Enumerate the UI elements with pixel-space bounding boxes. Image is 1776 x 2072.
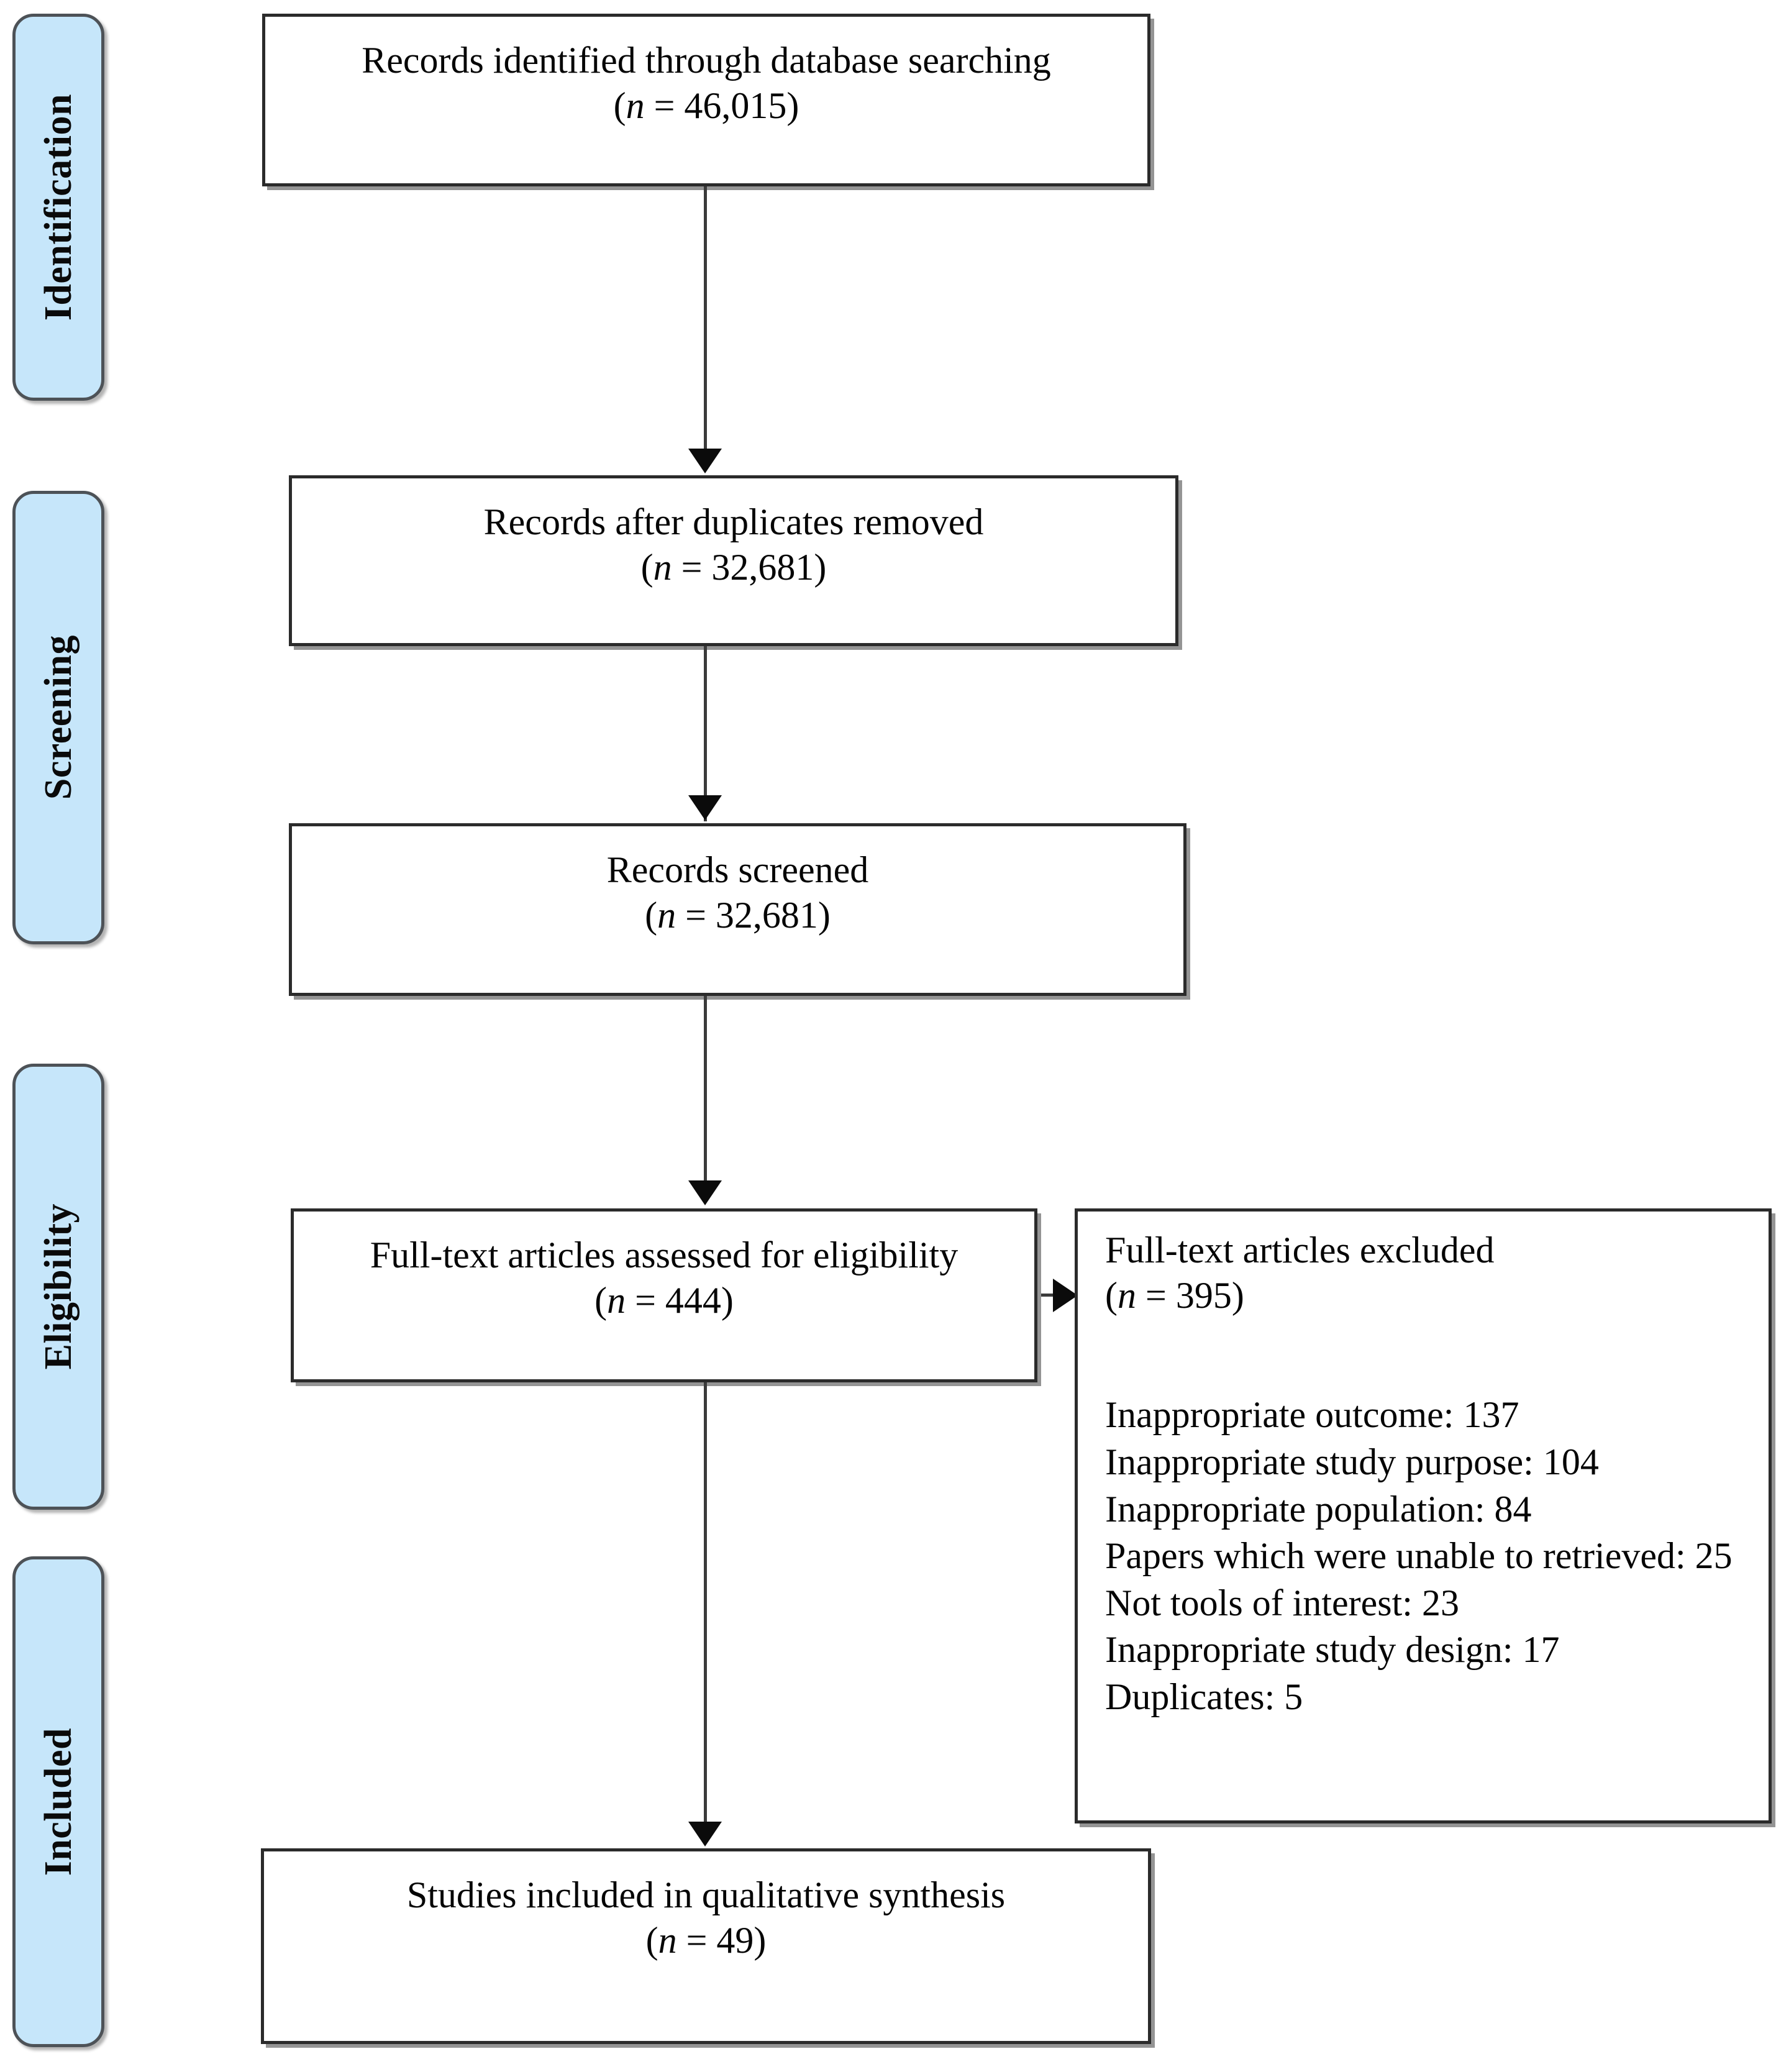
box-records-after-duplicates: Records after duplicates removed (n = 32… xyxy=(289,475,1178,646)
box-records-identified: Records identified through database sear… xyxy=(262,14,1150,186)
equals-sign: = xyxy=(644,85,685,127)
paren-close: ) xyxy=(721,1280,734,1321)
box-fulltext-excluded-text: Full-text articles excluded (n = 395) In… xyxy=(1105,1228,1750,1721)
box-records-identified-count: (n = 46,015) xyxy=(265,83,1147,129)
box-studies-included-line1: Studies included in qualitative synthesi… xyxy=(406,1874,1006,1915)
paren-close: ) xyxy=(814,547,827,588)
n-variable: n xyxy=(626,85,645,127)
stage-band-eligibility: Eligibility xyxy=(12,1064,104,1510)
box-records-screened-text: Records screened (n = 32,681) xyxy=(292,847,1183,938)
connector-identified-to-duplicates xyxy=(704,186,707,450)
stage-label-screening: Screening xyxy=(37,635,80,800)
exclusion-reason-item: Duplicates: 5 xyxy=(1105,1676,1303,1717)
n-variable: n xyxy=(1117,1275,1136,1317)
exclusion-reason-item: Inappropriate population: 84 xyxy=(1105,1488,1532,1530)
exclusion-reason-item: Inappropriate study design: 17 xyxy=(1105,1629,1560,1671)
box-records-screened-count: (n = 32,681) xyxy=(292,893,1183,938)
box-fulltext-excluded: Full-text articles excluded (n = 395) In… xyxy=(1075,1208,1772,1823)
stage-label-eligibility: Eligibility xyxy=(37,1203,80,1370)
connector-duplicates-to-screened xyxy=(704,646,707,821)
box-records-screened-line1: Records screened xyxy=(606,849,869,890)
equals-sign: = xyxy=(626,1280,665,1321)
stage-band-screening: Screening xyxy=(12,491,104,944)
n-value: 32,681 xyxy=(711,547,814,588)
n-variable: n xyxy=(653,547,672,588)
exclusion-reason-item: Inappropriate outcome: 137 xyxy=(1105,1394,1519,1436)
stage-label-included: Included xyxy=(37,1727,80,1876)
paren-open: ( xyxy=(640,547,653,588)
box-fulltext-assessed-count: (n = 444) xyxy=(294,1278,1034,1323)
connector-eligibility-to-included xyxy=(704,1382,707,1823)
box-records-identified-text: Records identified through database sear… xyxy=(265,38,1147,129)
box-records-screened: Records screened (n = 32,681) xyxy=(289,823,1186,996)
arrowhead-duplicates-to-screened xyxy=(688,795,722,820)
equals-sign: = xyxy=(676,895,716,936)
n-variable: n xyxy=(607,1280,626,1321)
n-value: 395 xyxy=(1175,1275,1232,1317)
exclusion-reason-item: Papers which were unable to retrieved: 2… xyxy=(1105,1535,1733,1577)
arrowhead-identified-to-duplicates xyxy=(688,449,722,473)
n-value: 444 xyxy=(665,1280,721,1321)
box-fulltext-assessed: Full-text articles assessed for eligibil… xyxy=(291,1208,1037,1382)
exclusion-reasons-list: Inappropriate outcome: 137 Inappropriate… xyxy=(1105,1392,1750,1720)
n-variable: n xyxy=(658,1920,677,1961)
paren-close: ) xyxy=(1231,1275,1244,1317)
paren-open: ( xyxy=(613,85,626,127)
paren-open: ( xyxy=(1105,1275,1118,1317)
box-studies-included-count: (n = 49) xyxy=(264,1918,1148,1963)
box-records-after-duplicates-line1: Records after duplicates removed xyxy=(483,501,984,542)
paren-close: ) xyxy=(754,1920,767,1961)
box-fulltext-assessed-text: Full-text articles assessed for eligibil… xyxy=(294,1233,1034,1323)
connector-screened-to-eligibility xyxy=(704,996,707,1182)
box-fulltext-excluded-line1: Full-text articles excluded xyxy=(1105,1230,1495,1271)
box-fulltext-assessed-line1: Full-text articles assessed for eligibil… xyxy=(370,1235,959,1276)
n-value: 32,681 xyxy=(715,895,818,936)
equals-sign: = xyxy=(676,1920,717,1961)
arrowhead-screened-to-eligibility xyxy=(688,1180,722,1205)
n-value: 49 xyxy=(716,1920,754,1961)
box-records-identified-line1: Records identified through database sear… xyxy=(362,40,1051,81)
arrowhead-eligibility-to-excluded xyxy=(1053,1279,1078,1312)
n-variable: n xyxy=(657,895,676,936)
box-studies-included-text: Studies included in qualitative synthesi… xyxy=(264,1873,1148,1963)
stage-label-identification: Identification xyxy=(37,93,80,321)
equals-sign: = xyxy=(1136,1275,1176,1317)
box-studies-included: Studies included in qualitative synthesi… xyxy=(261,1848,1151,2044)
box-records-after-duplicates-count: (n = 32,681) xyxy=(292,545,1175,590)
stage-band-included: Included xyxy=(12,1556,104,2047)
n-value: 46,015 xyxy=(684,85,787,127)
exclusion-reason-item: Not tools of interest: 23 xyxy=(1105,1582,1459,1623)
paren-open: ( xyxy=(645,895,658,936)
box-fulltext-excluded-count: (n = 395) xyxy=(1105,1273,1750,1318)
arrowhead-eligibility-to-included xyxy=(688,1822,722,1846)
paren-open: ( xyxy=(645,1920,658,1961)
paren-close: ) xyxy=(786,85,799,127)
stage-band-identification: Identification xyxy=(12,14,104,401)
box-records-after-duplicates-text: Records after duplicates removed (n = 32… xyxy=(292,500,1175,590)
exclusion-reason-item: Inappropriate study purpose: 104 xyxy=(1105,1441,1599,1482)
paren-close: ) xyxy=(817,895,831,936)
paren-open: ( xyxy=(594,1280,608,1321)
equals-sign: = xyxy=(672,547,712,588)
